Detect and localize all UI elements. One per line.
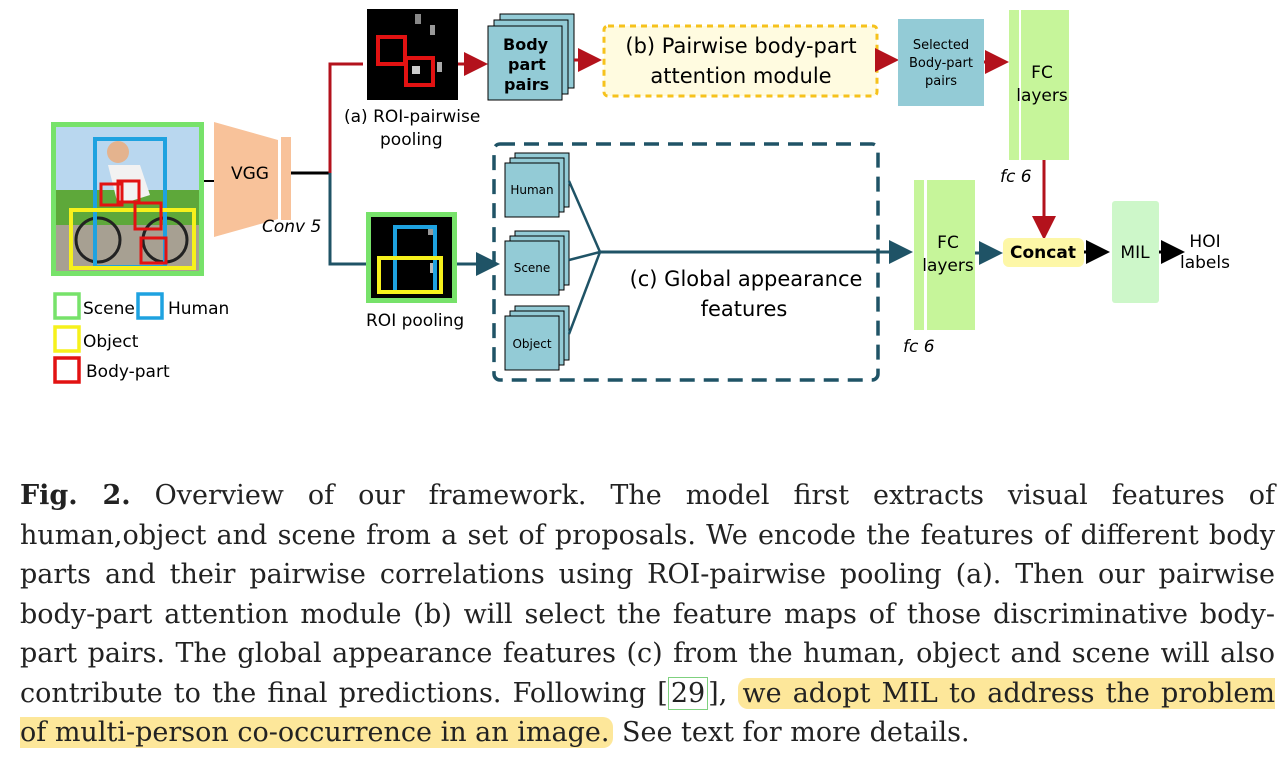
roi-pooling-label: ROI pooling bbox=[366, 311, 464, 331]
fc6-mid-label: fc 6 bbox=[903, 337, 935, 357]
figure-number: Fig. 2. bbox=[20, 480, 131, 511]
legend-scene-swatch bbox=[53, 292, 81, 320]
conv5-block bbox=[281, 137, 291, 220]
global-features-region bbox=[492, 142, 880, 382]
figure-caption: Fig. 2. Overview of our framework. The m… bbox=[20, 480, 1275, 748]
global-scene-stack: Scene bbox=[504, 230, 570, 296]
input-image bbox=[51, 122, 204, 276]
fc-mid-line1: FC bbox=[937, 233, 959, 253]
global-object-stack: Object bbox=[504, 305, 570, 371]
body-part-pairs-line3: pairs bbox=[504, 75, 549, 94]
hoi-label-2: labels bbox=[1180, 253, 1230, 273]
body-part-pairs-line1: Body bbox=[503, 35, 549, 54]
caption-text-3: See text for more details. bbox=[613, 717, 970, 748]
concat-label: Concat bbox=[1010, 243, 1076, 263]
selected-pairs-line3: pairs bbox=[925, 74, 957, 89]
citation-ref[interactable]: 29 bbox=[667, 676, 709, 710]
legend-body-part-swatch bbox=[53, 356, 81, 384]
attention-label-1: (b) Pairwise body-part bbox=[625, 34, 856, 58]
fc-top-line1: FC bbox=[1031, 63, 1053, 83]
mil-box: MIL bbox=[1112, 201, 1159, 303]
vgg-label: VGG bbox=[231, 164, 269, 184]
roi-pairwise-label-2: pooling bbox=[380, 130, 443, 150]
attention-module: (b) Pairwise body-part attention module bbox=[602, 24, 879, 98]
legend-human-label: Human bbox=[168, 299, 229, 319]
body-part-pairs-line2: part bbox=[508, 55, 546, 74]
selected-pairs-line1: Selected bbox=[913, 38, 969, 53]
roi-pairwise-label-1: (a) ROI-pairwise bbox=[344, 107, 480, 127]
hoi-label-1: HOI bbox=[1189, 232, 1220, 252]
legend-object-label: Object bbox=[83, 332, 139, 352]
global-human-stack: Human bbox=[504, 152, 570, 218]
body-part-pairs-stack: Body part pairs bbox=[487, 13, 575, 101]
selected-pairs-line2: Body-part bbox=[909, 56, 973, 71]
fc-top-line2: layers bbox=[1016, 86, 1068, 106]
global-object-label: Object bbox=[512, 337, 551, 351]
global-features-label-2: features bbox=[701, 297, 788, 321]
global-scene-label: Scene bbox=[514, 261, 551, 275]
fc-layers-mid: FC layers fc 6 bbox=[903, 180, 975, 357]
caption-text-2: , bbox=[718, 677, 739, 709]
roi-pooling: ROI pooling bbox=[366, 212, 464, 331]
conv5-label: Conv 5 bbox=[262, 217, 321, 237]
roi-pairwise-pooling: (a) ROI-pairwise pooling bbox=[344, 9, 480, 150]
selected-pairs-box: Selected Body-part pairs bbox=[898, 19, 984, 106]
legend-scene-label: Scene bbox=[83, 299, 135, 319]
global-human-label: Human bbox=[510, 183, 553, 197]
legend: Scene Human Object Body-part bbox=[53, 292, 229, 384]
fc6-top-label: fc 6 bbox=[1000, 167, 1032, 187]
global-features-label-1: (c) Global appearance bbox=[630, 267, 863, 291]
fc-layers-top: FC layers fc 6 bbox=[1000, 10, 1069, 187]
legend-object-swatch bbox=[53, 325, 81, 353]
caption-text-1: Overview of our framework. The model fir… bbox=[20, 480, 1275, 709]
mil-label: MIL bbox=[1120, 243, 1150, 263]
legend-body-part-label: Body-part bbox=[86, 362, 170, 382]
attention-label-2: attention module bbox=[650, 64, 831, 88]
fc-mid-line2: layers bbox=[922, 256, 974, 276]
concat-box: Concat bbox=[1003, 238, 1084, 267]
vgg-block: VGG Conv 5 bbox=[204, 122, 330, 237]
legend-human-swatch bbox=[136, 292, 164, 320]
framework-diagram: Scene Human Object Body-part VGG Conv 5 … bbox=[51, 9, 1230, 384]
